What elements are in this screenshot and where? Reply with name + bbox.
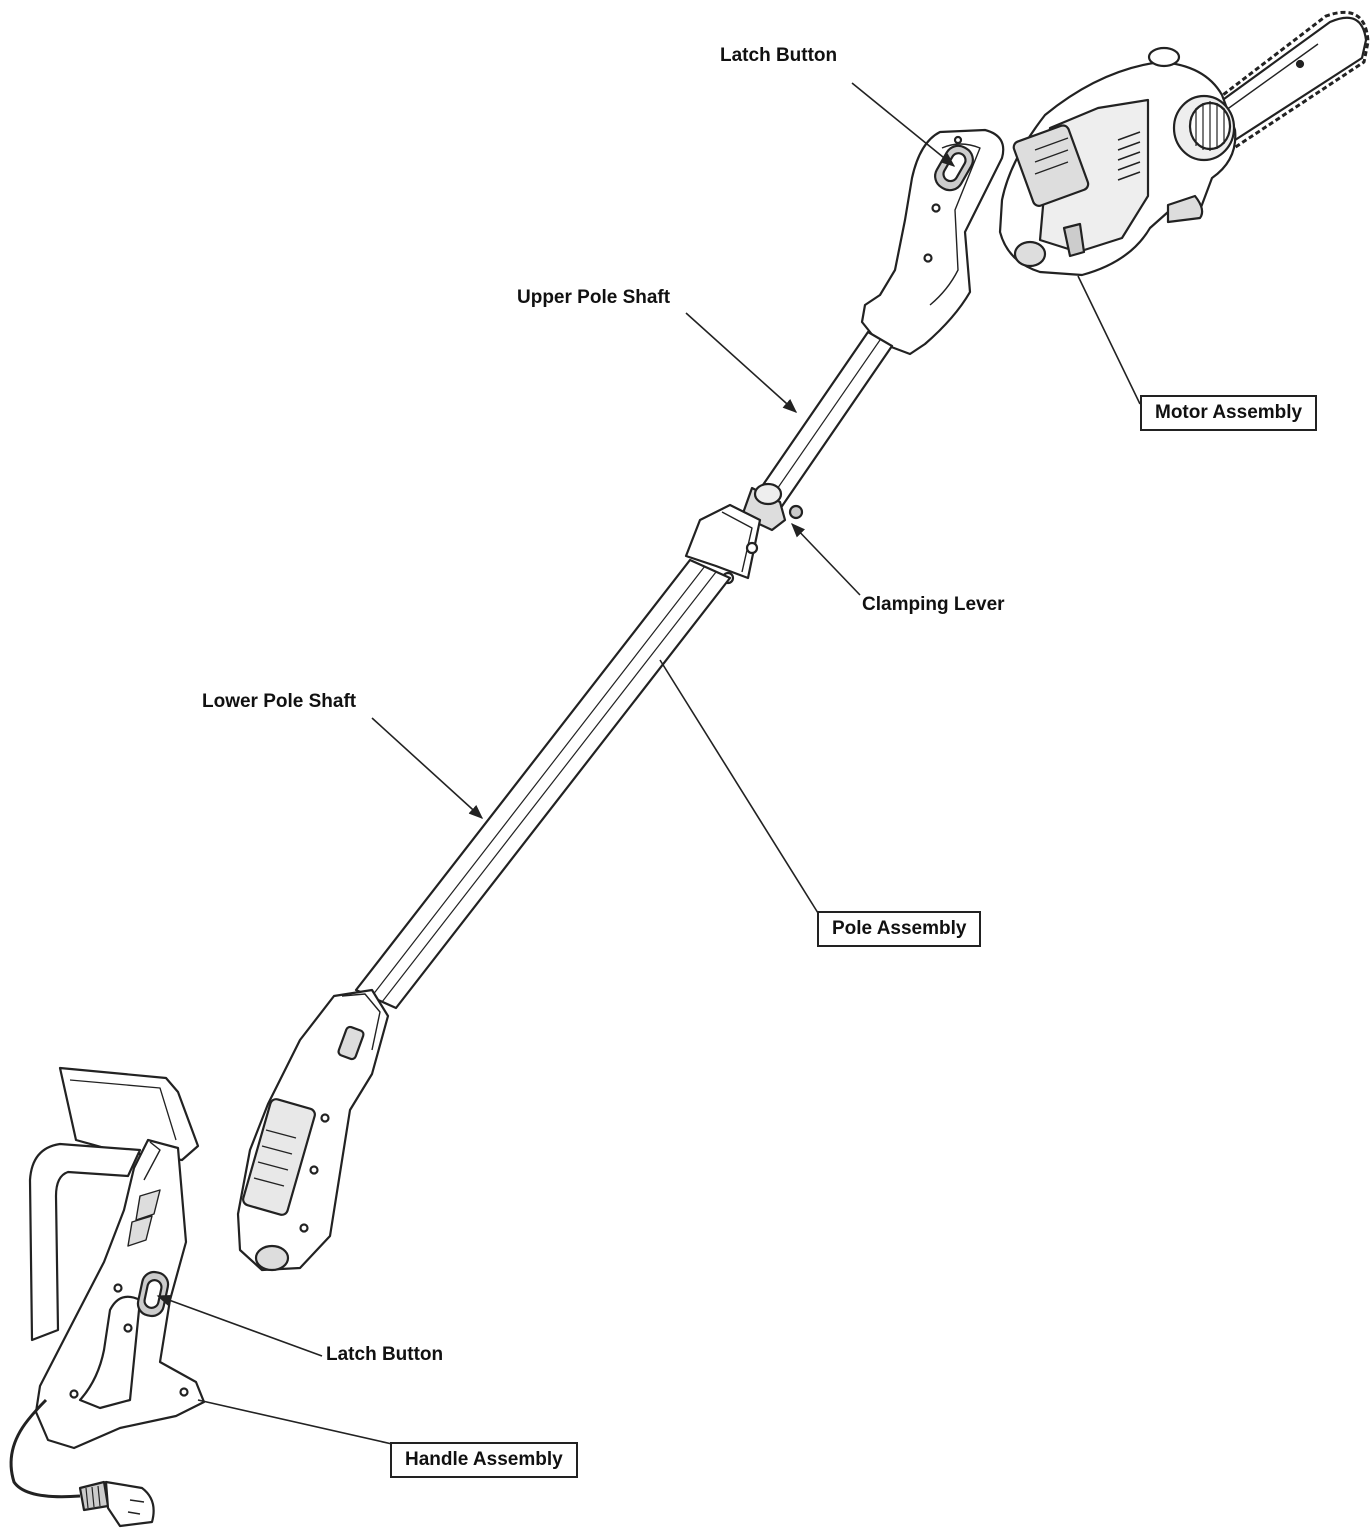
- motor-assembly-illustration: [998, 10, 1370, 277]
- callout-latch-button-top: Latch Button: [720, 45, 838, 66]
- callout-clamping-lever: Clamping Lever: [862, 594, 1005, 615]
- leader-clamping-lever: [791, 522, 861, 596]
- leader-lower-pole-shaft: [371, 717, 484, 819]
- callout-latch-button-bottom: Latch Button: [326, 1344, 444, 1365]
- leader-handle-assembly: [197, 1399, 393, 1445]
- callout-pole-assembly: Pole Assembly: [817, 911, 982, 947]
- callout-motor-assembly: Motor Assembly: [1140, 395, 1318, 431]
- leader-pole-assembly: [659, 659, 819, 914]
- leader-latch-button-top: [851, 82, 956, 167]
- leader-upper-pole-shaft: [685, 312, 798, 413]
- leader-latch-button-bottom: [156, 1295, 323, 1357]
- handle-assembly-illustration: [9, 1066, 206, 1528]
- leader-lines: [156, 82, 1141, 1445]
- callout-lower-pole-shaft: Lower Pole Shaft: [202, 691, 357, 712]
- callout-upper-pole-shaft: Upper Pole Shaft: [517, 287, 671, 308]
- leader-motor-assembly: [1077, 275, 1141, 405]
- callout-handle-assembly: Handle Assembly: [390, 1442, 578, 1478]
